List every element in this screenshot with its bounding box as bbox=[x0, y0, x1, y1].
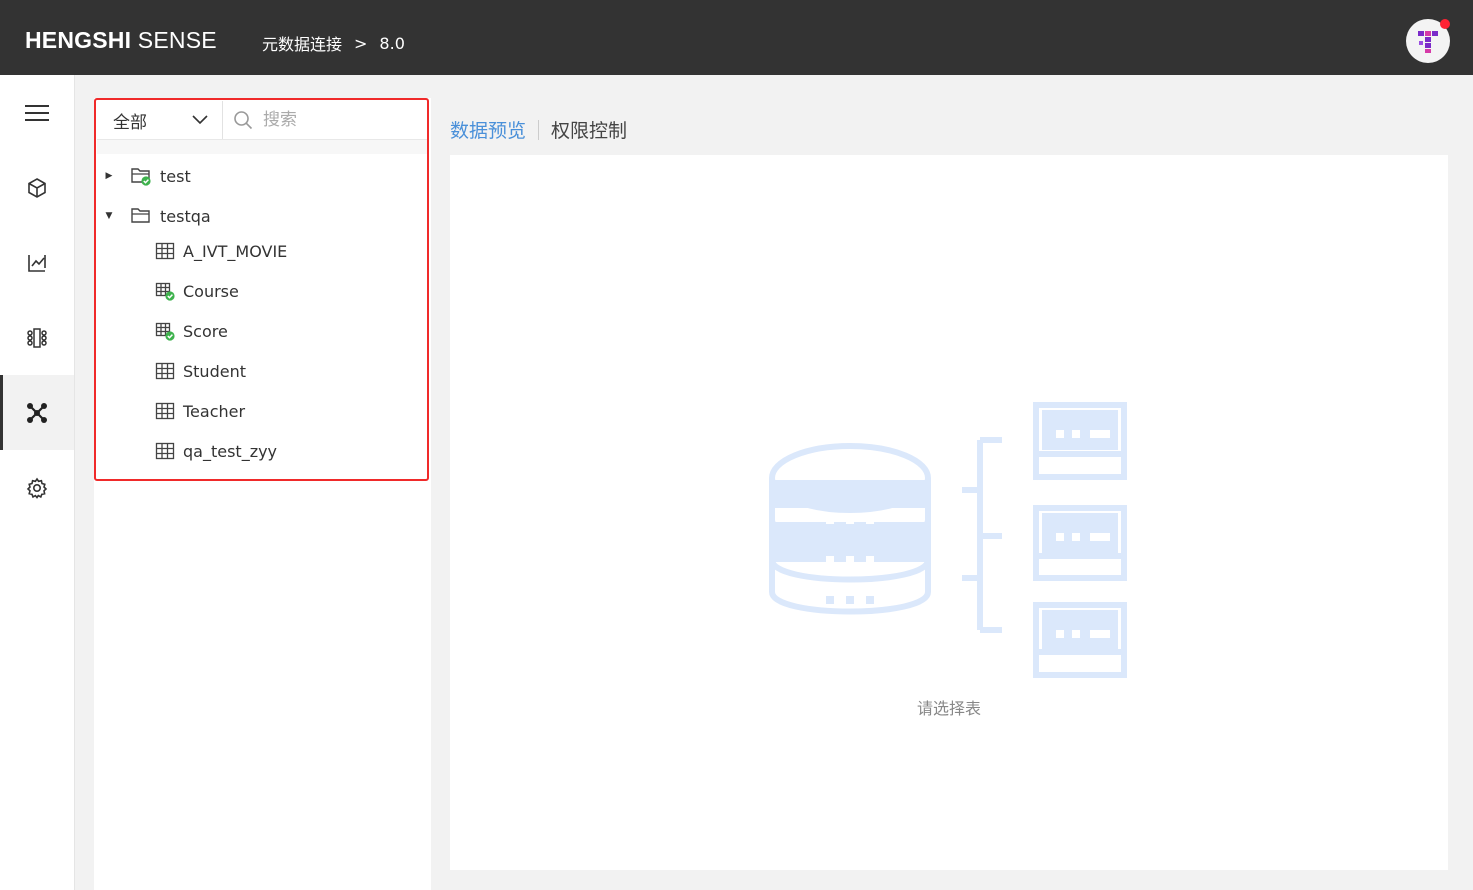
flow-icon bbox=[27, 327, 47, 348]
tree-table-a-ivt-movie[interactable]: A_IVT_MOVIE bbox=[155, 236, 287, 266]
cube-icon bbox=[28, 177, 46, 198]
table-verified-icon bbox=[155, 281, 175, 301]
search-box[interactable] bbox=[223, 101, 427, 139]
left-nav bbox=[0, 75, 75, 890]
nav-settings[interactable] bbox=[0, 450, 74, 525]
table-tree-panel bbox=[94, 98, 431, 890]
notification-dot bbox=[1440, 19, 1450, 29]
table-icon bbox=[155, 241, 175, 261]
brand-bold: HENGSHI bbox=[25, 27, 132, 53]
folder-verified-icon bbox=[130, 166, 152, 186]
tree-label: Course bbox=[183, 281, 239, 301]
tree-table-course[interactable]: Course bbox=[155, 276, 239, 306]
caret-right-icon[interactable]: ▶ bbox=[105, 171, 113, 181]
nav-datasets[interactable] bbox=[0, 150, 74, 225]
table-icon bbox=[155, 401, 175, 421]
tree-table-qa-test-zyy[interactable]: qa_test_zyy bbox=[155, 436, 277, 466]
tree-label: testqa bbox=[160, 206, 211, 226]
preview-content: 请选择表 bbox=[450, 155, 1448, 870]
breadcrumb-separator: > bbox=[354, 33, 368, 53]
chart-icon bbox=[28, 254, 46, 272]
tab-separator bbox=[538, 119, 540, 140]
empty-state-message: 请选择表 bbox=[916, 699, 981, 718]
tree-label: qa_test_zyy bbox=[183, 441, 278, 461]
nav-data-flow[interactable] bbox=[0, 300, 74, 375]
tree-label: Score bbox=[183, 321, 228, 341]
top-bar: HENGSHI SENSE 元数据连接 > 8.0 bbox=[0, 0, 1473, 75]
tab-data-preview[interactable]: 数据预览 bbox=[450, 120, 527, 142]
tree-label: Teacher bbox=[183, 401, 246, 421]
detail-tabs: 数据预览 权限控制 bbox=[450, 116, 627, 143]
brand-logo[interactable]: HENGSHI SENSE bbox=[25, 27, 217, 54]
search-input[interactable] bbox=[261, 109, 415, 131]
user-avatar[interactable] bbox=[1406, 19, 1450, 63]
tree-table-student[interactable]: Student bbox=[155, 356, 246, 386]
search-icon bbox=[234, 111, 253, 130]
network-icon bbox=[27, 402, 47, 423]
tree-table-teacher[interactable]: Teacher bbox=[155, 396, 245, 426]
tree-label: test bbox=[160, 166, 191, 186]
breadcrumb-section[interactable]: 元数据连接 bbox=[262, 35, 343, 54]
avatar-logo-icon bbox=[1418, 31, 1438, 53]
tree-filter-bar: 全部 bbox=[97, 101, 427, 140]
breadcrumb-version: 8.0 bbox=[379, 33, 405, 53]
tree-label: Student bbox=[183, 361, 246, 381]
nav-dashboards[interactable] bbox=[0, 225, 74, 300]
scope-select[interactable]: 全部 bbox=[97, 101, 223, 139]
hamburger-icon bbox=[25, 104, 49, 121]
tree-folder-test[interactable]: ▶ test bbox=[102, 161, 191, 191]
tree-folder-testqa[interactable]: ▼ testqa bbox=[102, 201, 211, 231]
tree-table-score[interactable]: Score bbox=[155, 316, 228, 346]
table-icon bbox=[155, 361, 175, 381]
tab-permissions[interactable]: 权限控制 bbox=[551, 120, 628, 142]
brand-light: SENSE bbox=[137, 27, 217, 53]
tree-label: A_IVT_MOVIE bbox=[183, 241, 288, 261]
table-icon bbox=[155, 441, 175, 461]
nav-data-connections[interactable] bbox=[0, 375, 74, 450]
caret-down-icon[interactable]: ▼ bbox=[105, 211, 113, 221]
folder-open-icon bbox=[130, 206, 152, 226]
chevron-down-icon bbox=[192, 115, 208, 125]
scope-select-value: 全部 bbox=[113, 112, 147, 133]
filter-divider bbox=[97, 140, 427, 154]
nav-menu[interactable] bbox=[0, 75, 74, 150]
breadcrumb: 元数据连接 > 8.0 bbox=[262, 31, 405, 55]
gear-icon bbox=[26, 477, 48, 499]
table-verified-icon bbox=[155, 321, 175, 341]
database-illustration-icon bbox=[769, 402, 1127, 678]
